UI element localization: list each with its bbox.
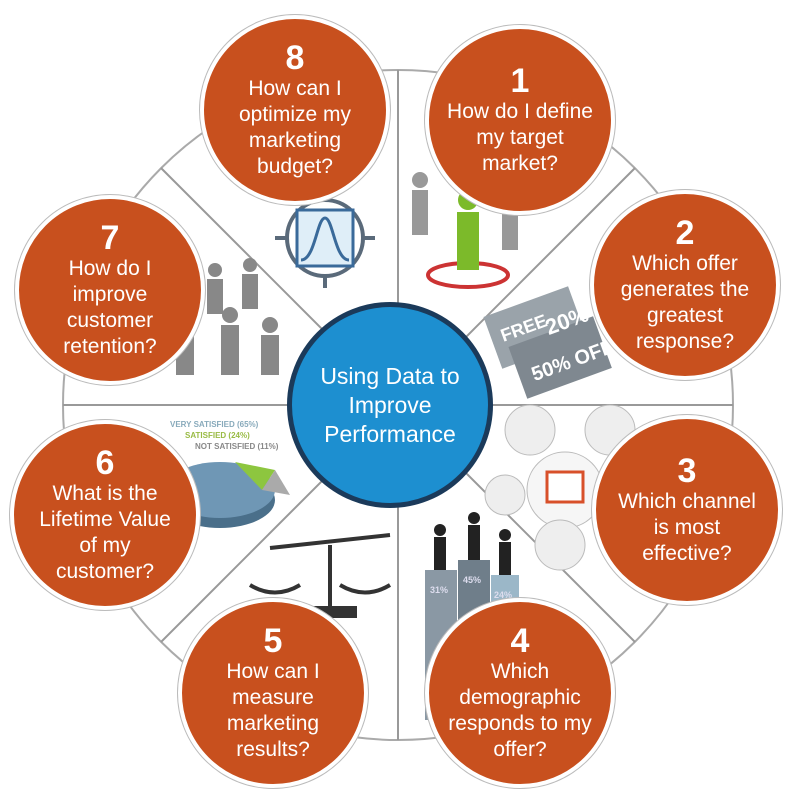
question-text: How can I measure marketing results?	[226, 660, 320, 761]
bar-label-1: 31%	[430, 585, 449, 595]
question-number: 2	[675, 214, 695, 252]
bar-label-3: 24%	[494, 590, 513, 600]
question-number: 6	[95, 444, 115, 482]
center-hub: Using Data to Improve Performance	[287, 302, 493, 508]
question-6: 6 What is the Lifetime Value of my custo…	[10, 420, 200, 610]
question-text: Which demographic responds to my offer?	[448, 660, 592, 761]
pie-label-very-satisfied: VERY SATISFIED (65%)	[170, 420, 259, 429]
question-text: How can I optimize my marketing budget?	[238, 77, 352, 178]
question-2: 2 Which offer generates the greatest res…	[590, 190, 780, 380]
pie-label-not-satisfied: NOT SATISFIED (11%)	[195, 442, 279, 451]
question-number: 1	[510, 62, 530, 100]
bell-curve-target-icon	[275, 188, 375, 288]
question-3: 3 Which channel is most effective?	[592, 415, 782, 605]
people-crowd-icon	[176, 258, 279, 375]
question-number: 8	[285, 39, 305, 77]
question-text: What is the Lifetime Value of my custome…	[39, 482, 171, 583]
question-7: 7 How do I improve customer retention?	[15, 195, 205, 385]
question-number: 5	[263, 622, 283, 660]
question-text: How do I improve customer retention?	[63, 257, 157, 358]
question-number: 7	[100, 219, 120, 257]
envelope-icon	[545, 470, 585, 504]
question-number: 3	[677, 452, 697, 490]
question-text: How do I define my target market?	[447, 100, 593, 175]
question-4: 4 Which demographic responds to my offer…	[425, 598, 615, 788]
target-market-icon	[412, 172, 518, 289]
question-5: 5 How can I measure marketing results?	[178, 598, 368, 788]
question-1: 1 How do I define my target market?	[425, 25, 615, 215]
question-8: 8 How can I optimize my marketing budget…	[200, 15, 390, 205]
pie-label-satisfied: SATISFIED (24%)	[185, 431, 250, 440]
bar-label-2: 45%	[463, 575, 482, 585]
question-text: Which offer generates the greatest respo…	[620, 252, 750, 353]
coupon-tags-icon	[483, 286, 612, 399]
question-text: Which channel is most effective?	[618, 490, 756, 565]
question-number: 4	[510, 622, 530, 660]
